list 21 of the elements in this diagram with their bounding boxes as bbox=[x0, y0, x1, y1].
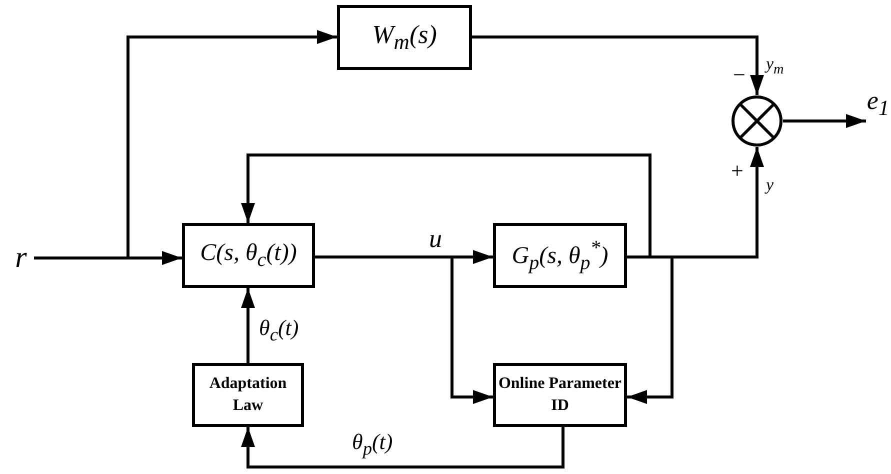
transfer-function: G$_{p}$(s, θ$_{p}$$^{*}$) bbox=[512, 238, 608, 273]
process-box bbox=[493, 363, 627, 427]
sign-label: − bbox=[733, 64, 746, 86]
signal-label: r bbox=[15, 243, 27, 273]
arrow bbox=[241, 288, 255, 363]
sign-label: + bbox=[731, 160, 744, 182]
arrow bbox=[241, 154, 652, 258]
process-box bbox=[192, 363, 304, 427]
block-label: Online Parameter ID bbox=[497, 374, 623, 416]
arrow bbox=[472, 36, 764, 95]
arrow bbox=[783, 114, 866, 128]
signal-label: e$_{1}$ bbox=[866, 88, 890, 120]
arrow bbox=[315, 256, 493, 404]
transfer-function: W$_{m}$(s) bbox=[372, 22, 437, 54]
arrow bbox=[241, 427, 564, 468]
block-label: Adaptation Law bbox=[208, 374, 288, 416]
transfer-function: C(s, θ$_{c}$(t)) bbox=[200, 241, 297, 270]
arrow bbox=[627, 256, 674, 404]
process-box bbox=[493, 223, 627, 288]
process-box bbox=[337, 5, 472, 70]
process-box bbox=[182, 223, 315, 288]
